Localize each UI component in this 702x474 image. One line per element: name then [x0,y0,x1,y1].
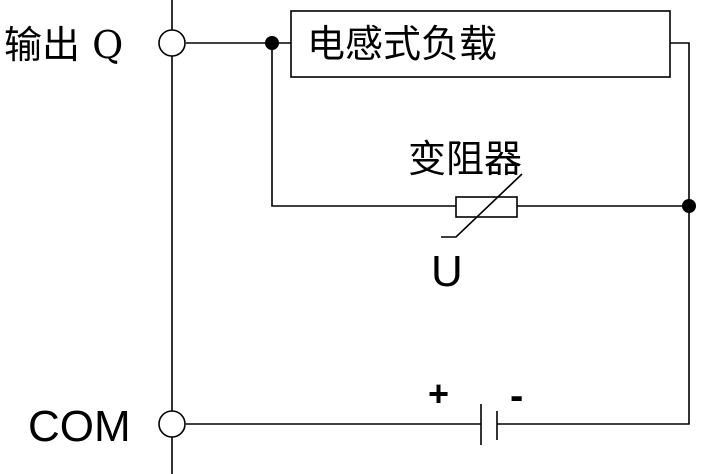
output-terminal [158,29,186,57]
varistor-body [455,196,518,218]
load-return-wire [670,42,690,205]
voltage-label: U [431,247,463,296]
com-terminal [158,410,186,438]
plus-sign: + [428,373,449,414]
minus-sign: - [510,374,523,418]
return-wire [497,206,690,425]
junction-dot-left [265,36,279,50]
varistor-diagonal [441,173,523,238]
load-label: 电感式负载 [307,22,497,66]
output-label: 输出 Q [4,23,123,67]
junction-dot-right [682,199,696,213]
varistor-label: 变阻器 [408,137,522,181]
varistor-left-wire [271,43,456,207]
com-label: COM [28,402,131,451]
inductive-load-box [290,10,671,78]
